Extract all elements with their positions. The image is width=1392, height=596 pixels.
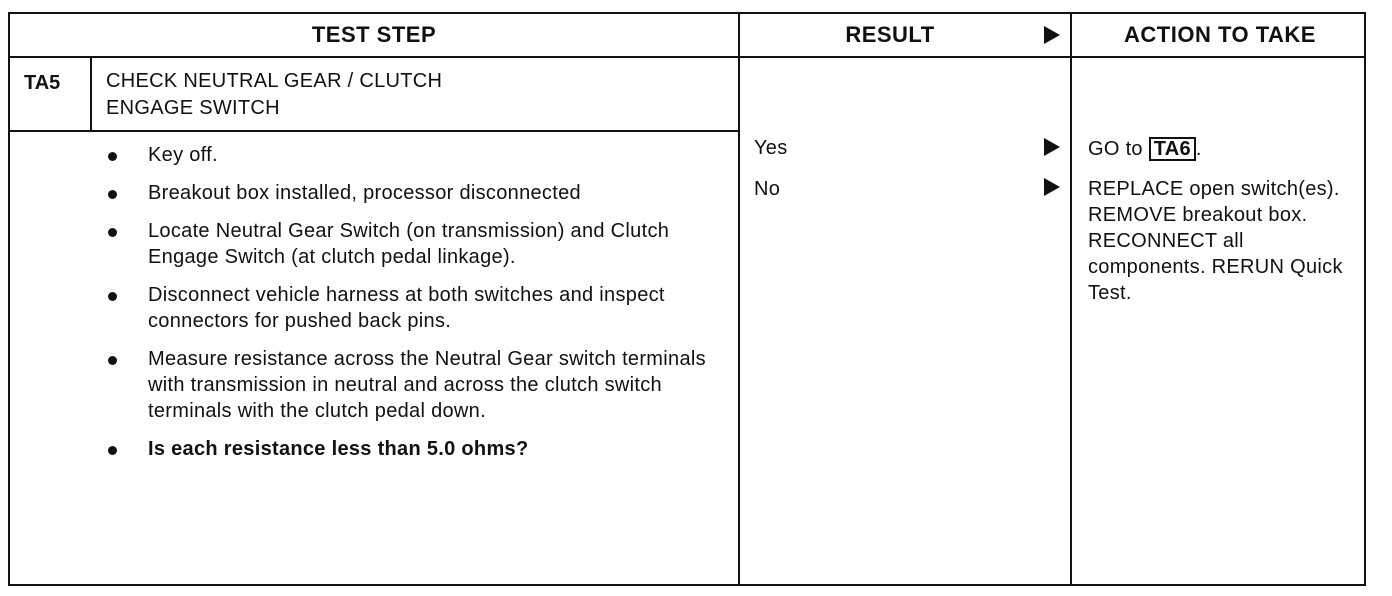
step-item-question: Is each resistance less than 5.0 ohms? — [148, 438, 529, 460]
action-no: REPLACE open switch(es). REMOVE breakout… — [1088, 178, 1343, 304]
step-item-text: Key off. — [148, 144, 218, 166]
list-item: Locate Neutral Gear Switch (on transmiss… — [100, 218, 728, 270]
test-step-list: Key off. Breakout box installed, process… — [100, 142, 728, 474]
step-item-text: Breakout box installed, processor discon… — [148, 182, 581, 204]
result-yes: Yes — [754, 137, 788, 159]
action-yes: GO to TA6. — [1088, 136, 1356, 162]
step-item-text: Disconnect vehicle harness at both switc… — [148, 284, 665, 332]
header-result-label: RESULT — [845, 22, 935, 47]
step-title-line-1: CHECK NEUTRAL GEAR / CLUTCH — [106, 70, 443, 92]
header-divider — [10, 56, 1364, 58]
bullet-icon — [108, 228, 117, 237]
bullet-icon — [108, 446, 117, 455]
step-item-text: Measure resistance across the Neutral Ge… — [148, 348, 706, 422]
bullet-icon — [108, 292, 117, 301]
bullet-icon — [108, 356, 117, 365]
action-yes-prefix: GO to — [1088, 138, 1149, 160]
right-arrow-icon — [1044, 26, 1060, 44]
bullet-icon — [108, 152, 117, 161]
header-action: ACTION TO TAKE — [1124, 22, 1316, 47]
list-item: Is each resistance less than 5.0 ohms? — [100, 436, 728, 462]
right-arrow-icon — [1044, 178, 1060, 196]
step-title: CHECK NEUTRAL GEAR / CLUTCH ENGAGE SWITC… — [106, 68, 706, 122]
step-reference-ta6[interactable]: TA6 — [1148, 137, 1196, 161]
header-result: RESULT — [740, 14, 1070, 56]
bullet-icon — [108, 190, 117, 199]
list-item: Disconnect vehicle harness at both switc… — [100, 282, 728, 334]
step-title-divider — [10, 130, 740, 132]
step-title-line-2: ENGAGE SWITCH — [106, 97, 280, 119]
column-divider-action — [1070, 14, 1072, 584]
action-yes-suffix: . — [1195, 138, 1202, 160]
step-id: TA5 — [10, 58, 92, 130]
diagnostic-table: TEST STEP RESULT ACTION TO TAKE TA5 CHEC… — [8, 12, 1366, 586]
column-divider-result — [738, 14, 740, 584]
right-arrow-icon — [1044, 138, 1060, 156]
list-item: Breakout box installed, processor discon… — [100, 180, 728, 206]
result-no: No — [754, 178, 781, 200]
step-item-text: Locate Neutral Gear Switch (on transmiss… — [148, 220, 670, 268]
step-id-label: TA5 — [24, 72, 61, 94]
list-item: Measure resistance across the Neutral Ge… — [100, 346, 728, 424]
list-item: Key off. — [100, 142, 728, 168]
header-test-step: TEST STEP — [311, 22, 437, 47]
